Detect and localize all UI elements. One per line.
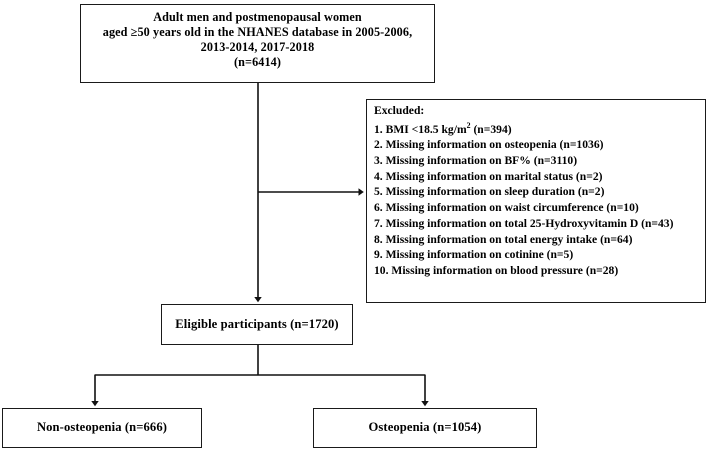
source-cohort-line-3: 2013-2014, 2017-2018	[200, 39, 315, 54]
exclusion-body: Excluded: 1. BMI <18.5 kg/m2 (n=394) 2. M…	[367, 100, 673, 279]
node-exclusion-criteria: Excluded: 1. BMI <18.5 kg/m2 (n=394) 2. M…	[366, 99, 706, 303]
exclusion-item: 3. Missing information on BF% (n=3110)	[374, 154, 578, 167]
exclusion-item: 6. Missing information on waist circumfe…	[374, 201, 639, 215]
exclusion-item: 2. Missing information on osteopenia (n=…	[374, 138, 604, 152]
exclusion-item: 1. BMI <18.5 kg/m2 (n=394)	[374, 120, 512, 136]
node-eligible-participants: Eligible participants (n=1720)	[161, 304, 353, 345]
source-cohort-text: Adult men and postmenopausal women aged …	[97, 5, 418, 70]
source-cohort-line-1: Adult men and postmenopausal women	[153, 10, 362, 24]
exclusion-item: 7. Missing information on total 25-Hydro…	[374, 216, 674, 230]
non-osteopenia-label: Non-osteopenia (n=666)	[36, 420, 168, 435]
osteopenia-label: Osteopenia (n=1054)	[368, 420, 482, 435]
node-non-osteopenia-group: Non-osteopenia (n=666)	[2, 408, 202, 448]
exclusion-item: 9. Missing information on cotinine (n=5)	[374, 248, 574, 262]
exclusion-list: 1. BMI <18.5 kg/m2 (n=394) 2. Missing inf…	[374, 120, 674, 279]
node-osteopenia-group: Osteopenia (n=1054)	[313, 408, 537, 448]
exclusion-item: 4. Missing information on marital status…	[374, 169, 603, 183]
source-cohort-count: (n=6414)	[233, 54, 281, 69]
exclusion-item-superscript: 2	[466, 120, 471, 130]
eligible-participants-label: Eligible participants (n=1720)	[175, 316, 339, 331]
exclusion-item: 5. Missing information on sleep duration…	[374, 185, 605, 199]
exclusion-item: 8. Missing information on total energy i…	[374, 232, 633, 246]
exclusion-title: Excluded:	[374, 104, 425, 117]
node-source-cohort: Adult men and postmenopausal women aged …	[80, 4, 435, 83]
source-cohort-line-2: aged ≥50 years old in the NHANES databas…	[102, 24, 413, 39]
exclusion-item: 10. Missing information on blood pressur…	[374, 263, 619, 277]
